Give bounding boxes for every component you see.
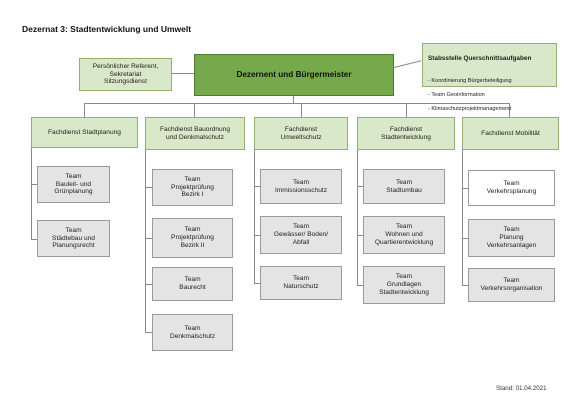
fachdienst-bauordnung: Fachdienst Bauordnung und Denkmalschutz (145, 117, 245, 150)
connector-horizontal-bus (84, 103, 509, 104)
connector-dezernent-down (293, 96, 294, 104)
stub (462, 188, 468, 189)
connector-fd1 (84, 103, 85, 117)
team-box: Team Bauleit- und Grünplanung (37, 166, 110, 203)
stub (254, 235, 260, 236)
team-box: Team Immissionsschutz (260, 169, 342, 204)
team-box: Team Städtebau und Planungsrecht (37, 220, 110, 257)
stabsstelle-heading: Stabsstelle Querschnittsaufgaben (428, 54, 532, 62)
team-box: Team Wohnen und Quartierentwicklung (363, 216, 445, 254)
dezernent-box: Dezernent und Bürgermeister (194, 54, 394, 96)
stub (145, 187, 152, 188)
team-box: Team Gewässer/ Boden/ Abfall (260, 216, 342, 254)
referent-box: Persönlicher Referent, Sekretariat Sitzu… (79, 58, 172, 91)
team-box: Team Verkehrsorganisation (468, 268, 555, 302)
connector-col5 (462, 150, 463, 285)
stub (357, 235, 363, 236)
stub (145, 284, 152, 285)
connector-fd5 (509, 103, 510, 117)
connector-col1 (31, 148, 32, 240)
stub (462, 238, 468, 239)
stub (31, 184, 37, 185)
stub (145, 238, 152, 239)
team-box: Team Denkmalschutz (152, 314, 233, 351)
connector-col4 (357, 150, 358, 285)
stabsstelle-list: - Koordinierung Bürgerbeteiligung - Team… (428, 71, 551, 120)
stand-date: Stand: 01.04.2021 (496, 385, 547, 392)
team-box: Team Projektprüfung Bezirk I (152, 169, 233, 206)
connector-referent (172, 73, 194, 74)
stub (31, 239, 37, 240)
fachdienst-mobilitaet: Fachdienst Mobilität (462, 117, 559, 150)
stub (254, 283, 260, 284)
connector-fd2 (194, 103, 195, 117)
fachdienst-stadtentwicklung: Fachdienst Stadtentwicklung (357, 117, 455, 150)
stub (462, 285, 468, 286)
team-box: Team Verkehrsplanung (468, 170, 555, 206)
team-box: Team Projektprüfung Bezirk II (152, 218, 233, 258)
stabsstelle-item: - Koordinierung Bürgerbeteiligung (428, 77, 512, 84)
stub (254, 186, 260, 187)
connector-col3 (254, 150, 255, 283)
connector-fd4 (406, 103, 407, 117)
fachdienst-stadtplanung: Fachdienst Stadtplanung (31, 117, 138, 148)
team-box: Team Grundlagen Stadtentwicklung (363, 266, 445, 304)
stabsstelle-item: - Team Geoinformation (428, 91, 485, 98)
stabsstelle-item: - Klimaschutzprojektmanagement (428, 105, 512, 112)
connector-fd3 (301, 103, 302, 117)
fachdienst-umweltschutz: Fachdienst Umweltschutz (254, 117, 348, 150)
stub (357, 186, 363, 187)
stabsstelle-box: Stabsstelle Querschnittsaufgaben - Koord… (422, 43, 557, 112)
page-title: Dezernat 3: Stadtentwicklung und Umwelt (22, 24, 192, 34)
team-box: Team Stadtumbau (363, 169, 445, 204)
connector-stabsstelle (393, 60, 422, 68)
team-box: Team Planung Verkehrsanlagen (468, 219, 555, 257)
team-box: Team Naturschutz (260, 266, 342, 300)
stub (357, 285, 363, 286)
connector-col2 (145, 150, 146, 332)
team-box: Team Baurecht (152, 267, 233, 301)
stub (145, 332, 152, 333)
